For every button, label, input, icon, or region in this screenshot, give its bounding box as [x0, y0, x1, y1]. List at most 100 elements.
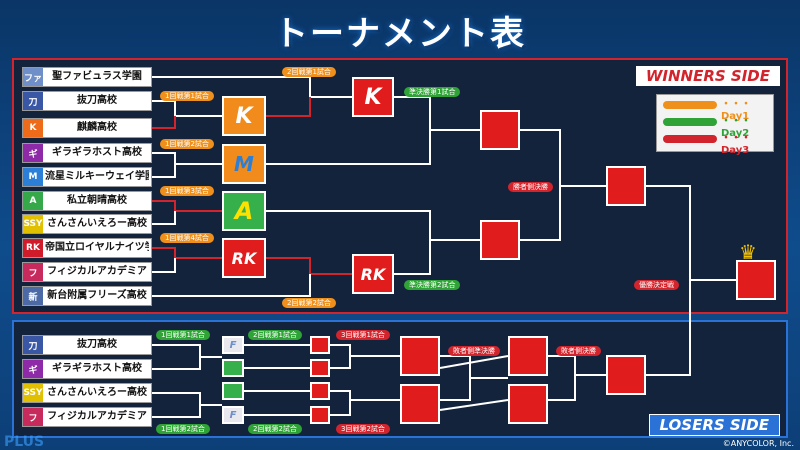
page-title: トーナメント表 — [274, 14, 526, 54]
team-name: 帝国立ロイヤルナイツ学園 — [45, 242, 149, 253]
line — [266, 210, 431, 240]
match-box-royal-r2[interactable]: RK — [352, 254, 394, 294]
winners-team-1[interactable]: ファ聖ファビュラス学園 — [22, 67, 152, 87]
winners-team-10[interactable]: 新新台附属フリーズ高校 — [22, 286, 152, 306]
line — [152, 405, 201, 418]
match-box-milky-r1[interactable]: M — [222, 144, 266, 184]
label-w-sf2: 準決勝第2試合 — [404, 280, 461, 290]
match-box-l-r3-4[interactable] — [310, 406, 330, 424]
losers-team-2[interactable]: ギギラギラホスト高校 — [22, 359, 152, 379]
line — [439, 355, 509, 369]
line — [152, 164, 176, 178]
team-emblem-icon: ファ — [23, 68, 43, 86]
match-box-kirin-r1[interactable]: K — [222, 96, 266, 136]
label-w-r1-1: 1回戦第1試合 — [160, 91, 214, 101]
match-box-l-semi-2[interactable] — [400, 384, 440, 424]
line — [548, 355, 606, 376]
team-name: 私立朝晴高校 — [67, 195, 127, 206]
match-box-l-final-1[interactable] — [508, 336, 548, 376]
asahare-logo: A — [234, 197, 254, 225]
team-name: フィジカルアカデミア — [47, 266, 147, 277]
match-box-l-semi-1[interactable] — [400, 336, 440, 376]
match-box-l-r3-3[interactable] — [310, 382, 330, 400]
label-w-r1-3: 1回戦第3試合 — [160, 186, 214, 196]
line — [152, 344, 222, 358]
winners-team-2[interactable]: 刀抜刀高校 — [22, 91, 152, 111]
match-box-semi2[interactable] — [480, 220, 520, 260]
match-box-l-r2-2[interactable] — [222, 359, 244, 377]
legend-bar-day3 — [663, 135, 717, 143]
legend-text-day1: ・・・ Day1 — [721, 99, 751, 122]
match-box-l-r2-3[interactable] — [222, 382, 244, 400]
match-box-l-r2-1[interactable]: F — [222, 336, 244, 354]
team-emblem-icon: 新 — [23, 287, 43, 305]
team-emblem-icon: フ — [23, 263, 43, 281]
match-box-l-r3-1[interactable] — [310, 336, 330, 354]
winners-team-6[interactable]: A 私立朝晴高校 — [22, 191, 152, 211]
match-box-royal-r1[interactable]: RK — [222, 238, 266, 278]
label-w-sf1: 準決勝第1試合 — [404, 87, 461, 97]
winners-side-label: WINNERS SIDE — [635, 66, 780, 86]
team-name: さんさんいえろー高校 — [47, 218, 147, 229]
kirin-logo: K — [235, 103, 253, 129]
line — [330, 400, 351, 416]
kirin-logo: K — [364, 84, 382, 110]
label-l-r2-1: 2回戦第1試合 — [248, 330, 302, 340]
team-emblem-icon: RK — [23, 239, 43, 257]
match-box-l-final-2[interactable] — [508, 384, 548, 424]
team-name: 抜刀高校 — [77, 95, 117, 106]
label-l-final: 敗者側決勝 — [556, 346, 601, 356]
label-l-r1-1: 1回戦第1試合 — [156, 330, 210, 340]
team-name: 麒麟高校 — [77, 122, 117, 133]
team-name: 新台附属フリーズ高校 — [47, 290, 147, 301]
royal-logo: RK — [360, 264, 386, 284]
line — [152, 116, 176, 129]
team-emblem-icon: SSY — [23, 215, 43, 233]
losers-team-4[interactable]: フフィジカルアカデミア — [22, 407, 152, 427]
legend-text-day3: ・・・ Day3 — [721, 133, 751, 156]
legend-row-day2: ・・・ Day2 — [663, 116, 769, 139]
line — [330, 390, 400, 401]
team-name: ギラギラホスト高校 — [52, 363, 142, 374]
line — [520, 129, 606, 187]
winners-team-4[interactable]: ギギラギラホスト高校 — [22, 143, 152, 163]
line — [439, 399, 509, 411]
team-name: ギラギラホスト高校 — [52, 147, 142, 158]
winners-team-9[interactable]: フフィジカルアカデミア — [22, 262, 152, 282]
milky-logo: M — [234, 152, 254, 176]
match-box-winners-final[interactable] — [606, 166, 646, 206]
match-box-l-r3-2[interactable] — [310, 359, 330, 377]
team-name: 流星ミルキーウェイ学園 — [45, 171, 149, 182]
line — [266, 97, 311, 117]
match-box-asahare-r1[interactable]: A — [222, 191, 266, 231]
legend-bar-day1 — [663, 101, 717, 109]
match-box-grand-final[interactable] — [736, 260, 776, 300]
team-name: 聖ファビュラス学園 — [52, 71, 142, 82]
match-box-kirin-r2[interactable]: K — [352, 77, 394, 117]
match-box-semi1[interactable] — [480, 110, 520, 150]
label-l-r3-1: 3回戦第1試合 — [336, 330, 390, 340]
fab-logo: F — [229, 409, 237, 421]
losers-team-1[interactable]: 刀抜刀高校 — [22, 335, 152, 355]
match-box-l-champion[interactable] — [606, 355, 646, 395]
line — [548, 375, 576, 401]
crown-icon: ♛ — [739, 240, 757, 264]
team-emblem-icon: ギ — [23, 360, 43, 378]
line — [394, 96, 480, 131]
label-w-final: 勝者側決勝 — [508, 182, 553, 192]
label-w-r1-4: 1回戦第4試合 — [160, 233, 214, 243]
line — [646, 280, 691, 376]
line — [152, 357, 201, 370]
winners-team-7[interactable]: SSY さんさんいえろー高校 — [22, 214, 152, 234]
label-w-r2-2: 2回戦第2試合 — [282, 298, 336, 308]
team-emblem-icon: A — [23, 192, 43, 210]
label-l-semi: 敗者側準決勝 — [448, 346, 500, 356]
label-l-r1-2: 1回戦第2試合 — [156, 424, 210, 434]
winners-team-8[interactable]: RK帝国立ロイヤルナイツ学園 — [22, 238, 152, 258]
match-box-l-r2-4[interactable]: F — [222, 406, 244, 424]
